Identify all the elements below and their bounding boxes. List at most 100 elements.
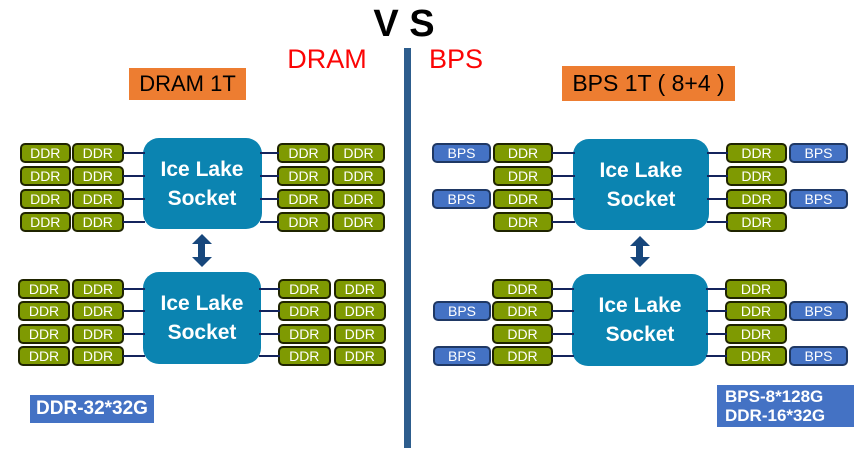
bps-capacity-text-line2: DDR-16*32G: [725, 406, 826, 425]
connector-line: [552, 288, 574, 290]
bps-module: BPS: [432, 188, 491, 209]
right-category-label: BPS: [428, 44, 484, 74]
socket-label-line: Ice Lake: [160, 157, 244, 181]
ddr-module: DDR: [332, 211, 385, 232]
dram-capacity-text: DDR-32*32G: [36, 398, 148, 419]
ddr-module: DDR: [72, 188, 124, 209]
connector-line: [707, 151, 728, 154]
connector-line: [259, 174, 279, 177]
ddr-module: DDR: [72, 323, 124, 344]
connector-line: [259, 332, 280, 335]
ddr-module: DDR: [19, 142, 71, 163]
ddr-module: DDR: [725, 346, 787, 367]
socket-label-line: Ice Lake: [599, 158, 683, 182]
ddr-module: DDR: [332, 165, 385, 186]
ddr-module: DDR: [278, 279, 331, 299]
connector-line: [706, 310, 727, 313]
ddr-module: DDR: [332, 142, 385, 163]
bps-module: BPS: [789, 301, 848, 322]
ddr-module: DDR: [333, 279, 386, 299]
socket-label-line: Socket: [167, 321, 237, 344]
ddr-module: DDR: [72, 142, 124, 163]
bps-module: BPS: [432, 142, 491, 163]
socket-label-line: Socket: [605, 322, 675, 346]
bps-module: BPS: [789, 188, 848, 209]
connector-line: [552, 220, 575, 223]
ddr-module: DDR: [493, 142, 553, 163]
socket-label-line: Socket: [167, 186, 237, 210]
ddr-module: DDR: [493, 188, 553, 209]
ddr-module: DDR: [278, 323, 331, 344]
arrow-shaft: [635, 246, 644, 257]
connector-line: [552, 174, 575, 177]
connector-line: [123, 288, 145, 290]
arrow-head-down-icon: [629, 257, 650, 267]
bps-capacity-text-line1: BPS-8*128G: [725, 387, 824, 406]
ddr-module: DDR: [725, 279, 787, 299]
connector-line: [259, 151, 279, 154]
ddr-module: DDR: [726, 211, 787, 232]
ddr-module: DDR: [333, 323, 386, 344]
ddr-module: DDR: [492, 346, 553, 367]
ddr-module: DDR: [493, 165, 553, 186]
ddr-module: DDR: [72, 301, 124, 322]
ddr-module: DDR: [18, 279, 70, 299]
vs-title: V S: [373, 3, 435, 45]
connector-line: [707, 197, 728, 200]
bps-module: BPS: [789, 142, 848, 163]
ddr-module: DDR: [277, 211, 330, 232]
ddr-module: DDR: [492, 301, 553, 322]
connector-line: [259, 220, 279, 223]
connector-line: [259, 355, 280, 358]
bps-module: BPS: [433, 346, 491, 367]
ddr-module: DDR: [726, 188, 787, 209]
dram-header-box: DRAM 1T: [129, 68, 246, 100]
ddr-module: DDR: [333, 301, 386, 322]
connector-line: [552, 332, 574, 335]
bps-header-box: BPS 1T ( 8+4 ): [562, 66, 735, 101]
connector-line: [552, 151, 575, 154]
arrow-head-down-icon: [191, 257, 212, 267]
ddr-module: DDR: [277, 142, 330, 163]
dram-capacity-label: DDR-32*32G: [30, 395, 154, 423]
ddr-module: DDR: [492, 279, 553, 299]
connector-line: [706, 288, 727, 290]
connector-line: [707, 220, 728, 223]
ddr-module: DDR: [277, 188, 330, 209]
ddr-module: DDR: [72, 165, 124, 186]
ddr-module: DDR: [492, 323, 553, 344]
ddr-module: DDR: [725, 301, 787, 322]
connector-line: [259, 197, 279, 200]
connector-line: [123, 355, 145, 358]
ddr-module: DDR: [332, 188, 385, 209]
socket-link-arrow: [191, 234, 212, 267]
connector-line: [552, 197, 575, 200]
ddr-module: DDR: [19, 188, 71, 209]
socket-link-arrow: [629, 236, 650, 267]
ddr-module: DDR: [18, 301, 70, 322]
connector-line: [706, 355, 727, 358]
connector-line: [122, 220, 145, 223]
connector-line: [259, 310, 280, 313]
ddr-module: DDR: [726, 165, 787, 186]
arrow-shaft: [197, 244, 206, 257]
bps-module: BPS: [789, 346, 848, 367]
ddr-module: DDR: [72, 279, 124, 299]
ddr-module: DDR: [278, 301, 331, 322]
connector-line: [259, 288, 280, 290]
arrow-head-up-icon: [629, 236, 650, 246]
ddr-module: DDR: [72, 211, 124, 232]
left-category-label: DRAM: [287, 44, 367, 74]
ddr-module: DDR: [725, 323, 787, 344]
connector-line: [706, 332, 727, 335]
connector-line: [707, 174, 728, 177]
connector-line: [123, 310, 145, 313]
ddr-module: DDR: [333, 346, 386, 367]
ddr-module: DDR: [278, 346, 331, 367]
ddr-module: DDR: [726, 142, 787, 163]
